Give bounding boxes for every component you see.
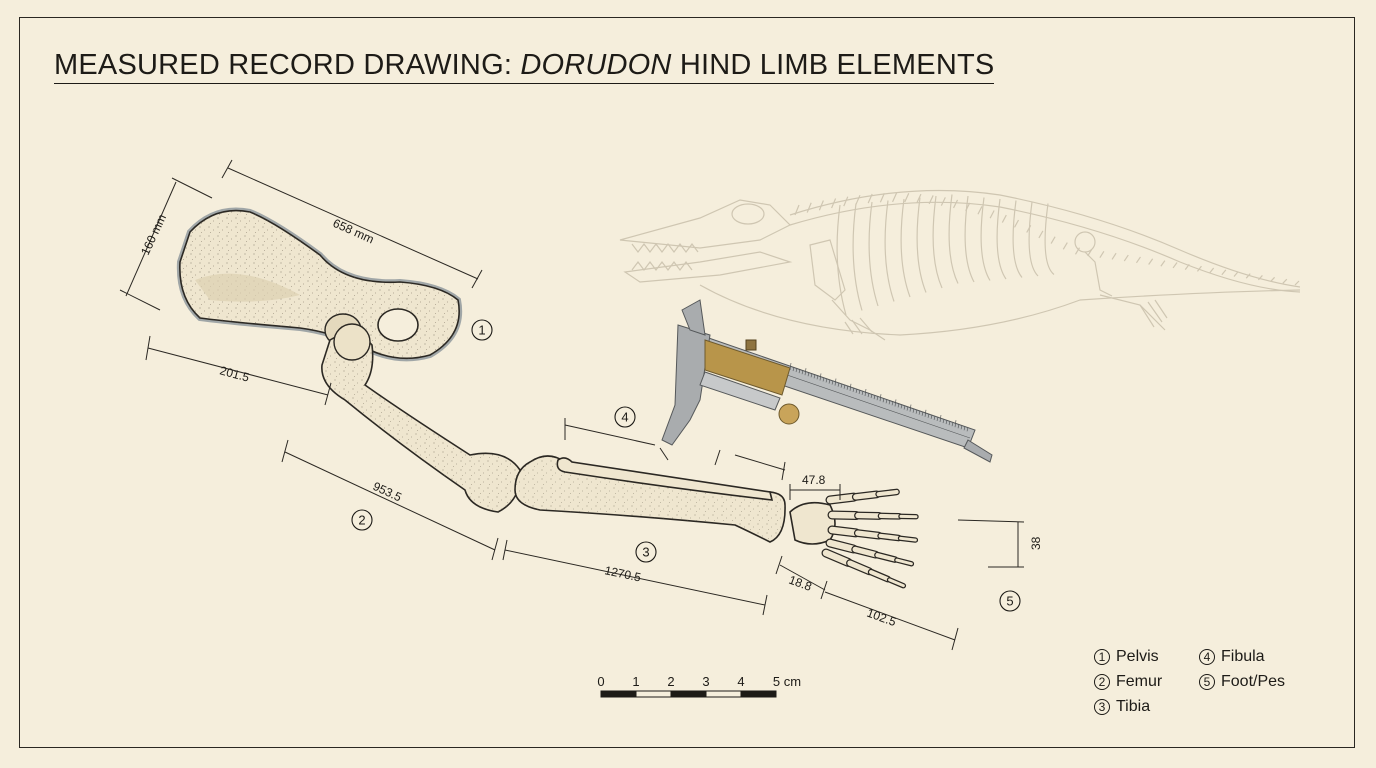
callout-2: 2 xyxy=(351,509,373,531)
callout-3: 3 xyxy=(635,541,657,563)
legend-label: Fibula xyxy=(1221,648,1265,665)
legend-num: 2 xyxy=(1094,674,1110,690)
svg-text:4: 4 xyxy=(621,410,628,425)
pelvis-drawing xyxy=(176,207,463,362)
legend-label: Femur xyxy=(1116,673,1163,690)
dim-pelvis-width: 201.5 xyxy=(218,363,251,384)
tibia-fibula-drawing xyxy=(514,455,786,543)
dim-femur-length: 953.5 xyxy=(371,479,404,505)
svg-text:3: 3 xyxy=(642,545,649,560)
dim-tibia-length: 1270.5 xyxy=(603,563,642,584)
callout-4: 4 xyxy=(614,406,636,428)
legend-label: Tibia xyxy=(1116,698,1151,715)
title-suffix: HIND LIMB ELEMENTS xyxy=(671,49,995,81)
title-genus: DORUDON xyxy=(520,49,672,81)
svg-text:2: 2 xyxy=(358,513,365,528)
legend-item-fibula: 4 Fibula xyxy=(1199,648,1265,666)
legend: 1 Pelvis 2 Femur 3 Tibia 4 Fibula 5 Foot… xyxy=(1094,646,1324,726)
callout-5: 5 xyxy=(999,590,1021,612)
title-prefix: MEASURED RECORD DRAWING: xyxy=(54,49,521,81)
legend-num: 3 xyxy=(1094,699,1110,715)
legend-item-foot: 5 Foot/Pes xyxy=(1199,673,1285,691)
vernier-caliper-icon xyxy=(661,299,993,463)
scale-label-5: 5 cm xyxy=(773,674,801,689)
dim-foot-width: 47.8 xyxy=(802,473,826,487)
scale-label-1: 1 xyxy=(632,674,639,689)
dim-foot-height: 38 xyxy=(1029,536,1043,550)
legend-label: Pelvis xyxy=(1116,648,1159,665)
whale-skeleton-icon xyxy=(619,189,1301,341)
dim-foot-small: 18.8 xyxy=(787,573,814,594)
scale-label-0: 0 xyxy=(597,674,604,689)
legend-num: 1 xyxy=(1094,649,1110,665)
dimension-lines: 658 mm 160 mm 201.5 953.5 1270.5 xyxy=(119,159,1043,651)
scale-bar: 0 1 2 3 4 5 cm xyxy=(597,674,801,698)
svg-text:1: 1 xyxy=(478,323,485,338)
legend-label: Foot/Pes xyxy=(1221,673,1286,690)
scale-label-4: 4 xyxy=(737,674,744,689)
legend-num: 4 xyxy=(1199,649,1215,665)
page-title: MEASURED RECORD DRAWING: DORUDON HIND LI… xyxy=(54,48,995,84)
scale-label-2: 2 xyxy=(667,674,674,689)
dim-pelvis-height: 160 mm xyxy=(138,212,169,257)
drawing-frame xyxy=(19,17,1355,748)
legend-item-pelvis: 1 Pelvis xyxy=(1094,648,1159,666)
dim-pelvis-length: 658 mm xyxy=(331,216,376,246)
legend-item-tibia: 3 Tibia xyxy=(1094,698,1150,716)
foot-drawing xyxy=(789,488,919,589)
scale-label-3: 3 xyxy=(702,674,709,689)
legend-item-femur: 2 Femur xyxy=(1094,673,1162,691)
dim-foot-length: 102.5 xyxy=(865,606,898,630)
svg-text:5: 5 xyxy=(1006,594,1013,609)
callout-1: 1 xyxy=(471,319,493,341)
legend-num: 5 xyxy=(1199,674,1215,690)
